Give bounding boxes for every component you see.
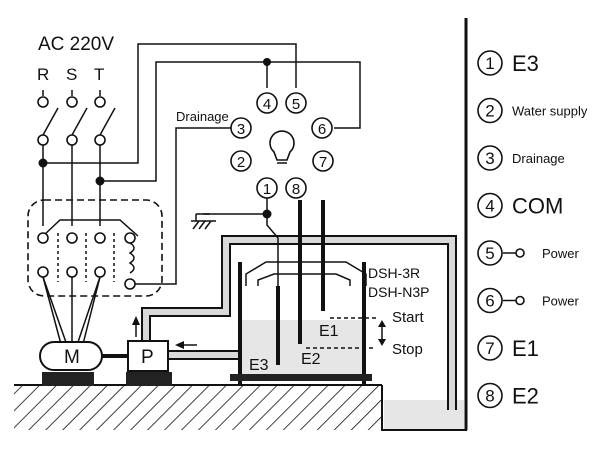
legend-number: 4 [485, 197, 494, 216]
terminal-5: 5 [292, 96, 300, 113]
legend-number: 2 [485, 102, 494, 121]
legend-number: 7 [485, 339, 494, 358]
legend-number-circle [477, 382, 503, 409]
legend-number-circle [477, 192, 503, 219]
lamp-icon [269, 130, 295, 164]
phase-r-label: R [37, 65, 49, 84]
legend-item: 3 Drainage [477, 145, 565, 171]
start-level-label: Start [392, 309, 425, 326]
motor: M [39, 341, 128, 386]
terminal-8: 8 [292, 181, 300, 198]
ground [14, 384, 467, 431]
model-dshn3p-label: DSH-N3P [368, 284, 429, 300]
supply-block: AC 220V R S T [37, 34, 116, 226]
legend-number: 1 [485, 54, 494, 73]
model-dsh3r-label: DSH-3R [368, 265, 420, 281]
legend-text: Power [542, 246, 580, 261]
electrode-e3-label: E3 [249, 357, 269, 374]
legend-text: E3 [512, 51, 539, 76]
legend-number: 5 [485, 244, 494, 263]
drainage-wire-label: Drainage [176, 109, 229, 124]
electrode-e1-label: E1 [319, 323, 339, 340]
legend-number-circle [477, 335, 503, 361]
control-wiring [43, 43, 361, 365]
legend-text: E2 [512, 384, 539, 409]
main-switch [37, 90, 116, 226]
motor-label: M [64, 347, 80, 368]
legend-text: Water supply [512, 104, 588, 119]
terminal-2: 2 [237, 154, 245, 171]
power-terminal-icon [515, 295, 525, 306]
pump: P [126, 316, 197, 386]
legend-item: 8 E2 [477, 382, 539, 409]
electrode-e2-label: E2 [301, 351, 321, 368]
legend-number-circle [477, 50, 503, 76]
terminal-6: 6 [318, 121, 326, 138]
legend-item: 2 Water supply [477, 97, 588, 124]
legend-text: Drainage [512, 151, 565, 166]
legend-number-circle [477, 240, 503, 266]
power-terminal-icon [515, 248, 525, 258]
water-tank: E1 E2 E3 DSH-3R DSH-N3P Start Stop [230, 200, 429, 384]
legend-number-circle [477, 287, 503, 314]
legend-item: 5 Power [477, 240, 580, 266]
phase-s-label: S [66, 65, 77, 84]
legend-number: 3 [485, 149, 494, 168]
terminal-7: 7 [319, 154, 327, 171]
relay-terminals: 4 5 3 6 2 7 1 8 Drainage [176, 92, 334, 199]
legend-item: 6 Power [477, 287, 580, 314]
legend-number: 8 [485, 387, 494, 406]
legend-text: Power [542, 294, 580, 309]
legend-item: 1 E3 [477, 50, 539, 76]
legend-number-circle [477, 97, 503, 124]
terminal-3: 3 [237, 121, 245, 138]
pump-label: P [141, 347, 154, 368]
supply-voltage-label: AC 220V [38, 34, 114, 55]
legend-text: E1 [512, 336, 539, 361]
magnetic-contactor [27, 199, 163, 349]
legend-number-circle [477, 145, 503, 171]
stop-level-label: Stop [392, 341, 423, 358]
legend-item: 4 COM [477, 192, 563, 219]
legend-text: COM [512, 194, 563, 219]
legend-number: 6 [485, 292, 494, 311]
legend-item: 7 E1 [477, 335, 539, 361]
ground-symbol [191, 213, 216, 230]
terminal-4: 4 [263, 96, 271, 113]
terminal-1: 1 [263, 181, 271, 198]
phase-t-label: T [94, 65, 104, 84]
